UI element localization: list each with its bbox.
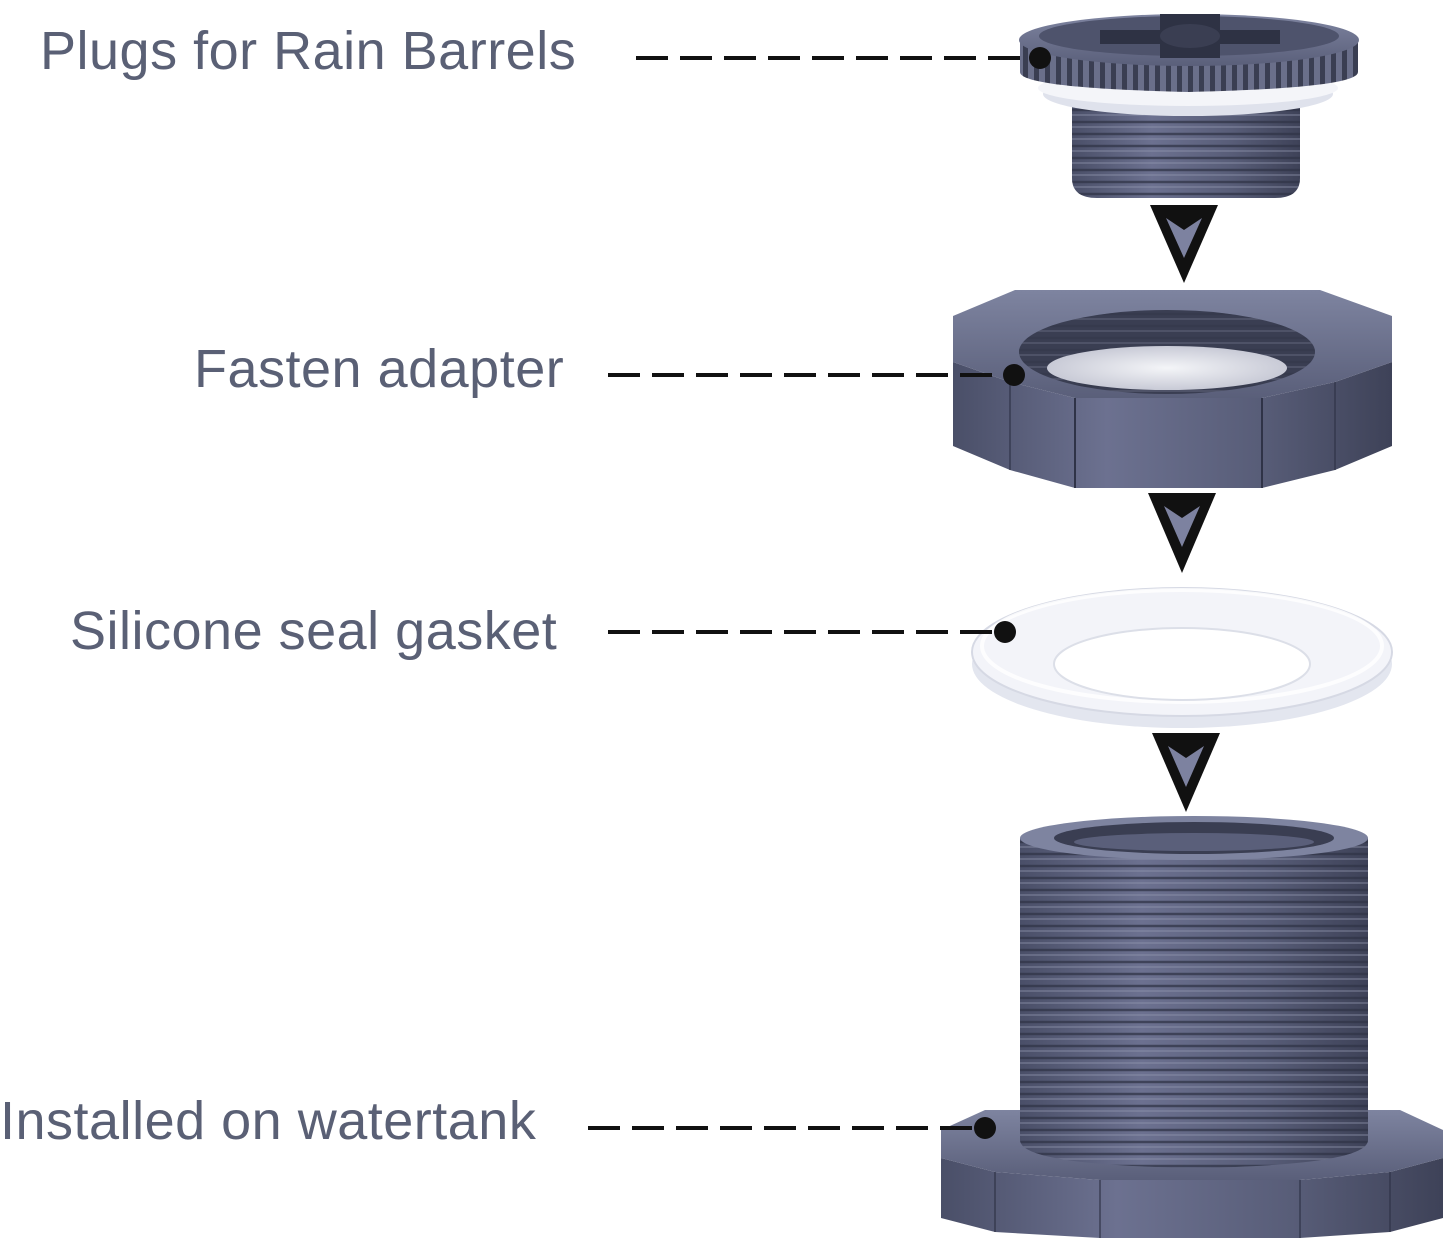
down-arrow-icon [1150,205,1218,283]
plug-part [1019,14,1359,198]
gasket-part [971,587,1393,728]
leader-lines [588,56,1030,1130]
bulkhead-fitting-part [941,816,1443,1238]
label-gasket: Silicone seal gasket [70,601,558,661]
label-tank: Installed on watertank [0,1091,537,1151]
label-plug: Plugs for Rain Barrels [40,21,577,81]
nut-part [953,290,1392,488]
label-adapter: Fasten adapter [194,339,565,399]
down-arrow-icon [1152,733,1220,812]
down-arrow-icon [1148,493,1216,573]
